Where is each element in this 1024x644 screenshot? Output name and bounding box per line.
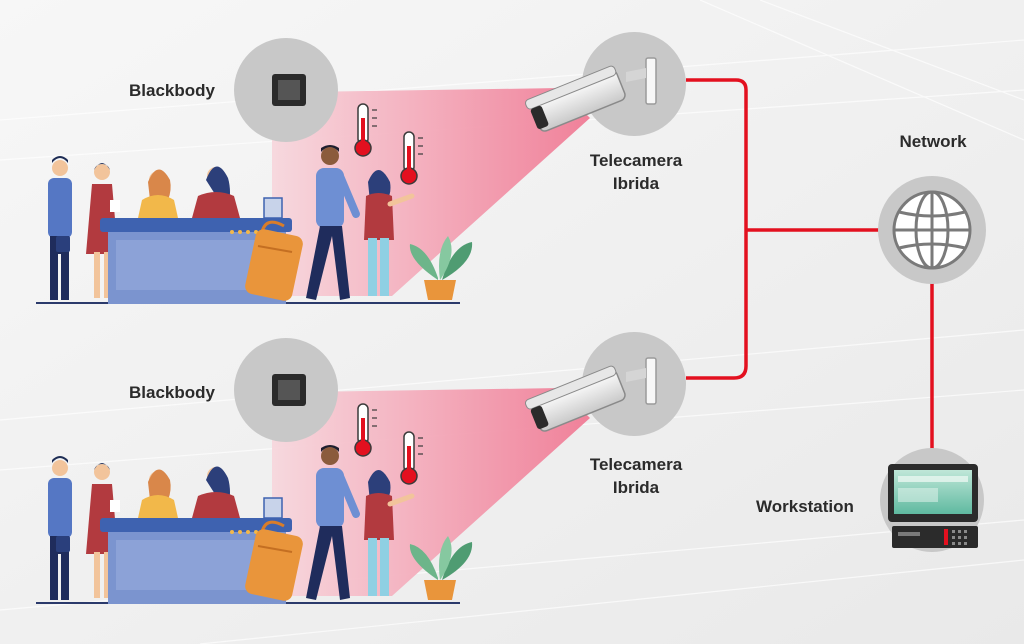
label-blackbody-bottom: Blackbody bbox=[129, 383, 216, 402]
label-workstation: Workstation bbox=[756, 497, 854, 516]
network-cabling bbox=[686, 78, 934, 462]
computer-workstation-icon bbox=[880, 448, 984, 552]
label-camera-bottom-line2: Ibrida bbox=[613, 478, 660, 497]
label-camera-top-line1: Telecamera bbox=[590, 151, 683, 170]
label-blackbody-top: Blackbody bbox=[129, 81, 216, 100]
label-network: Network bbox=[899, 132, 967, 151]
label-camera-top-line2: Ibrida bbox=[613, 174, 660, 193]
globe-icon bbox=[878, 176, 986, 284]
label-camera-bottom-line1: Telecamera bbox=[590, 455, 683, 474]
